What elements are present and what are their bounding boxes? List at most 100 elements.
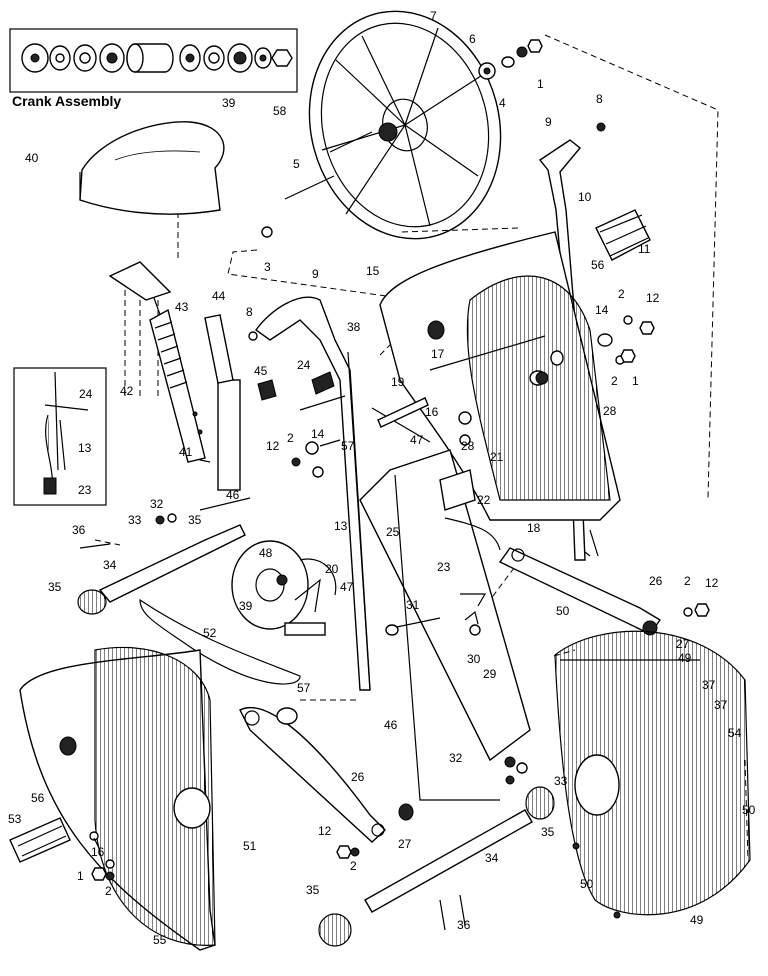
callout-32-right: 32	[449, 751, 463, 765]
callout-25: 25	[386, 525, 400, 539]
callout-33-right: 33	[554, 774, 568, 788]
callout-17: 17	[431, 347, 445, 361]
callout-26-right: 26	[649, 574, 663, 588]
callout-2-right-b: 2	[611, 374, 618, 388]
callout-50-lower: 50	[580, 877, 594, 891]
callout-35-upper: 35	[188, 513, 202, 527]
callout-43: 43	[175, 300, 189, 314]
callout-9-left: 9	[312, 267, 319, 281]
seat-post	[149, 297, 211, 463]
callout-23-inset: 23	[78, 483, 92, 497]
left-fan-shroud	[19, 646, 216, 951]
callout-41: 41	[179, 445, 193, 459]
callout-13-inset: 13	[78, 441, 92, 455]
callout-29: 29	[483, 667, 497, 681]
pedal-left	[9, 817, 99, 863]
callout-27-lower: 27	[398, 837, 412, 851]
callout-34-lower: 34	[485, 851, 499, 865]
callout-56-right: 56	[591, 258, 605, 272]
callout-2-right-c: 2	[684, 574, 691, 588]
callout-2-right-a: 2	[618, 287, 625, 301]
callout-8-left: 8	[246, 305, 253, 319]
right-fan-cover	[554, 630, 751, 916]
seat-stem-parts	[204, 314, 277, 401]
washer-2-bottom	[350, 847, 360, 857]
right-pedal-arm	[498, 547, 662, 636]
callout-33-left: 33	[128, 513, 142, 527]
callout-51: 51	[243, 839, 257, 853]
callout-6: 6	[469, 32, 476, 46]
callout-1-left: 1	[77, 869, 84, 883]
callout-32-left: 32	[150, 497, 164, 511]
callout-44: 44	[212, 289, 226, 303]
callout-19: 19	[391, 375, 405, 389]
crank-assembly-inset: Crank Assembly 39	[9, 28, 298, 110]
callout-3: 3	[264, 260, 271, 274]
screw-line-50	[744, 759, 749, 861]
callout-31: 31	[406, 598, 420, 612]
callout-13-main: 13	[334, 519, 348, 533]
screw-50a	[572, 842, 580, 850]
nut-12-bottom	[336, 845, 352, 859]
crank-assembly-title: Crank Assembly	[12, 93, 121, 109]
nut-12-right	[694, 603, 710, 617]
callout-50-right: 50	[742, 803, 756, 817]
cable-inset	[13, 367, 107, 506]
callout-23-main: 23	[437, 560, 451, 574]
flywheel	[308, 10, 502, 240]
callout-50-upper: 50	[556, 604, 570, 618]
callout-48: 48	[259, 546, 273, 560]
callout-46-lower: 46	[384, 718, 398, 732]
callout-12-right-b: 12	[705, 576, 719, 590]
right-hardware	[535, 315, 655, 385]
pedal-right	[595, 209, 651, 261]
axle-hardware-group	[261, 39, 606, 238]
axle-58	[329, 131, 373, 153]
lower-stabilizer	[318, 786, 555, 947]
callout-42: 42	[120, 384, 134, 398]
callout-49-lower: 49	[690, 913, 704, 927]
bushing-27	[398, 803, 414, 821]
callout-35-left: 35	[48, 580, 62, 594]
callout-30: 30	[467, 652, 481, 666]
callout-2-left-lower: 2	[105, 884, 112, 898]
callout-36-lower: 36	[457, 918, 471, 932]
callout-8-top: 8	[596, 92, 603, 106]
upper-crank-arm	[77, 497, 251, 615]
callout-28-right: 28	[603, 404, 617, 418]
callout-37-lower: 37	[714, 698, 728, 712]
screw-50b	[613, 911, 621, 919]
callout-4: 4	[499, 96, 506, 110]
callout-1-top: 1	[537, 77, 544, 91]
callout-35-lower: 35	[306, 883, 320, 897]
callout-16-right: 16	[425, 405, 439, 419]
callout-45: 45	[254, 364, 268, 378]
callout-2-left: 2	[287, 431, 294, 445]
sprocket	[231, 540, 337, 636]
washer-2-right	[683, 607, 693, 617]
callout-47-upper: 47	[410, 433, 424, 447]
callout-26-lower: 26	[351, 770, 365, 784]
callout-40: 40	[25, 151, 39, 165]
callout-57-lower: 57	[297, 681, 311, 695]
callout-12-left: 12	[266, 439, 280, 453]
callout-20: 20	[325, 562, 339, 576]
callout-9-right: 9	[545, 115, 552, 129]
callout-14-left: 14	[311, 427, 325, 441]
callout-46-upper: 46	[226, 488, 240, 502]
seat	[79, 121, 225, 301]
callout-12-lower: 12	[318, 824, 332, 838]
main-frame	[217, 296, 431, 691]
callout-27-right: 27	[676, 637, 690, 651]
callout-22: 22	[477, 493, 491, 507]
callout-18: 18	[527, 521, 541, 535]
drive-chain	[139, 598, 301, 685]
callout-34-upper: 34	[103, 558, 117, 572]
callout-21: 21	[490, 450, 504, 464]
callout-28-left: 28	[461, 439, 475, 453]
callout-labels: 7 6 4 1 8 58 9 40 5 10 11 3 56 15 9 44 2…	[8, 9, 756, 947]
callout-39: 39	[239, 599, 253, 613]
callout-5: 5	[293, 157, 300, 171]
